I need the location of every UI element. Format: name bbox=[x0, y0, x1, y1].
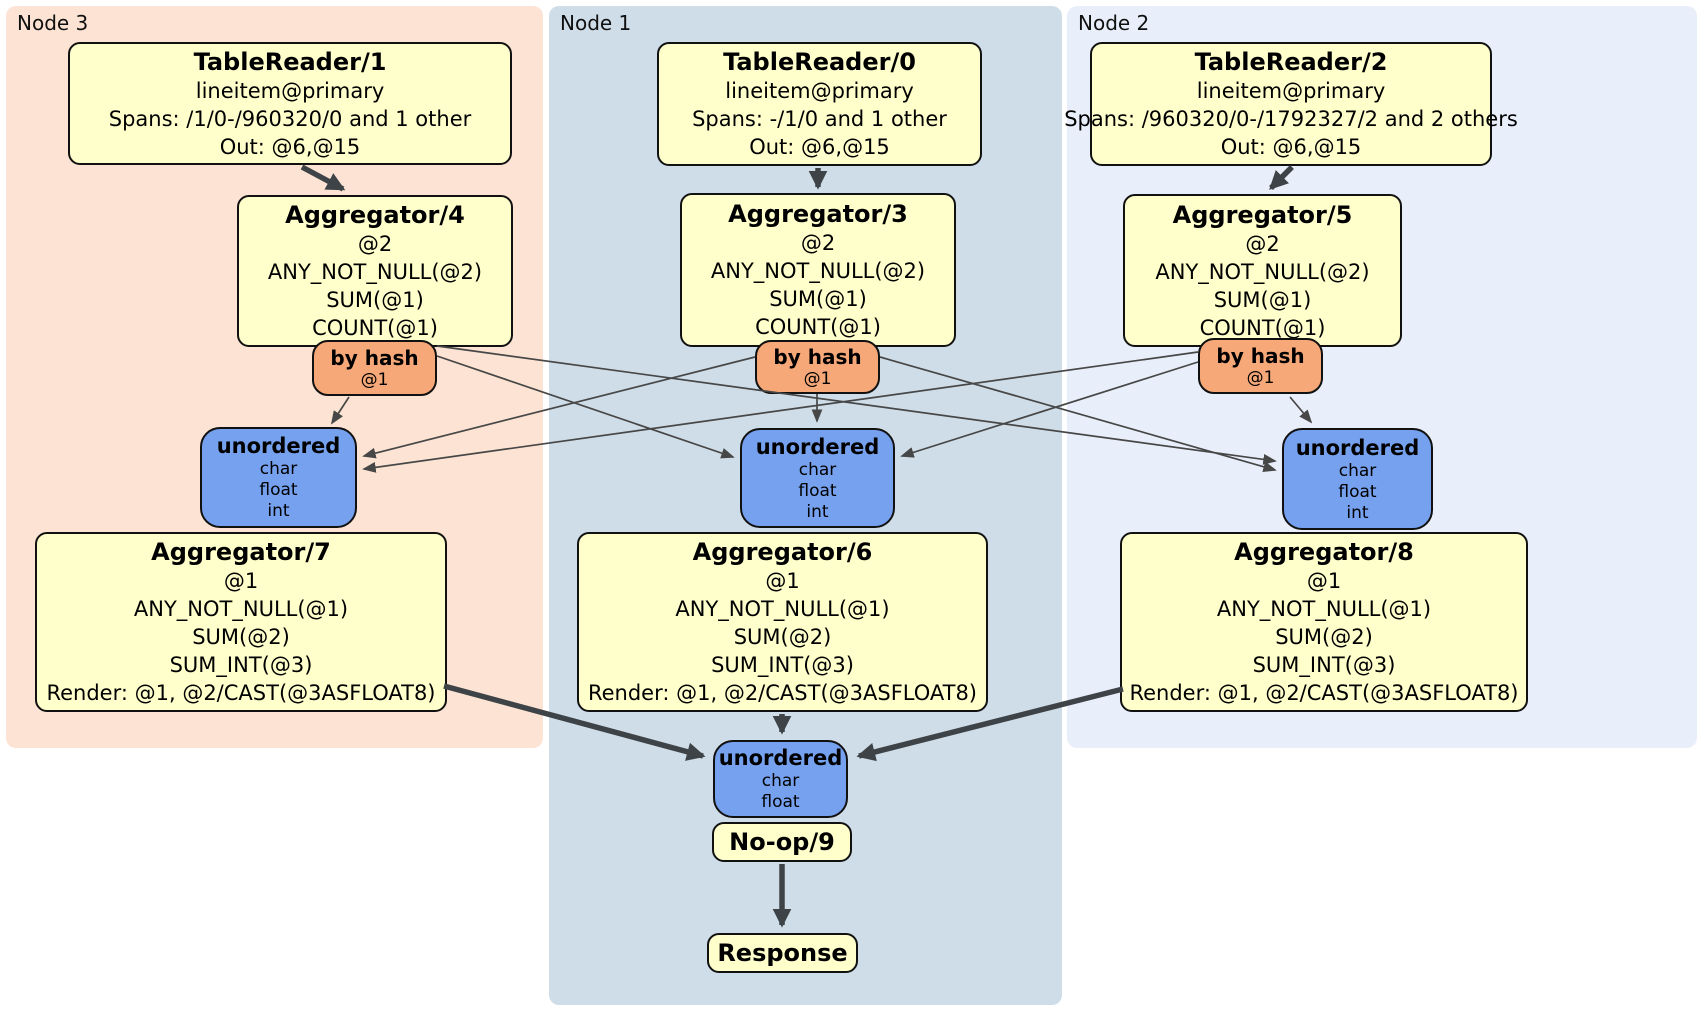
hash-router-node3: by hash @1 bbox=[312, 340, 437, 396]
tablereader-2-spans: Spans: /960320/0-/1792327/2 and 2 others bbox=[1064, 107, 1518, 131]
unordered-stream-node1-label: unordered bbox=[755, 434, 880, 459]
aggregator-4-box: Aggregator/4 @2 ANY_NOT_NULL(@2) SUM(@1)… bbox=[237, 195, 513, 347]
aggregator-8-render: Render: @1, @2/CAST(@3ASFLOAT8) bbox=[1129, 681, 1519, 705]
stream-type-float: float bbox=[761, 792, 800, 812]
aggregator-7-fn3: SUM_INT(@3) bbox=[169, 653, 313, 677]
unordered-stream-final: unordered char float bbox=[713, 740, 848, 818]
aggregator-8-title: Aggregator/8 bbox=[1234, 538, 1414, 566]
aggregator-6-fn3: SUM_INT(@3) bbox=[711, 653, 854, 677]
noop-9-title: No-op/9 bbox=[729, 828, 835, 856]
aggregator-3-fn1: ANY_NOT_NULL(@2) bbox=[710, 259, 926, 283]
hash-router-node1-label: by hash bbox=[773, 345, 862, 369]
tablereader-0-box: TableReader/0 lineitem@primary Spans: -/… bbox=[657, 42, 982, 166]
aggregator-3-group: @2 bbox=[800, 231, 836, 255]
aggregator-5-box: Aggregator/5 @2 ANY_NOT_NULL(@2) SUM(@1)… bbox=[1123, 194, 1402, 347]
aggregator-3-fn3: COUNT(@1) bbox=[755, 315, 881, 339]
aggregator-5-fn3: COUNT(@1) bbox=[1199, 315, 1326, 340]
stream-type-char: char bbox=[1338, 460, 1377, 481]
aggregator-6-fn2: SUM(@2) bbox=[733, 625, 832, 649]
aggregator-6-box: Aggregator/6 @1 ANY_NOT_NULL(@1) SUM(@2)… bbox=[577, 532, 988, 712]
unordered-stream-node1: unordered char float int bbox=[740, 428, 895, 528]
aggregator-5-fn1: ANY_NOT_NULL(@2) bbox=[1155, 259, 1370, 284]
hash-router-node2: by hash @1 bbox=[1198, 338, 1323, 394]
tablereader-1-spans: Spans: /1/0-/960320/0 and 1 other bbox=[108, 106, 472, 131]
aggregator-4-group: @2 bbox=[357, 232, 393, 256]
cluster-node-2-label: Node 2 bbox=[1078, 11, 1150, 35]
aggregator-7-fn2: SUM(@2) bbox=[192, 625, 290, 649]
stream-type-char: char bbox=[798, 459, 837, 480]
response-box: Response bbox=[707, 933, 858, 973]
stream-type-int: int bbox=[806, 501, 829, 522]
hash-router-node3-key: @1 bbox=[360, 370, 389, 390]
aggregator-3-box: Aggregator/3 @2 ANY_NOT_NULL(@2) SUM(@1)… bbox=[680, 193, 956, 347]
tablereader-2-title: TableReader/2 bbox=[1194, 48, 1388, 76]
noop-9-box: No-op/9 bbox=[712, 822, 852, 862]
tablereader-2-box: TableReader/2 lineitem@primary Spans: /9… bbox=[1064, 42, 1518, 166]
aggregator-4-fn3: COUNT(@1) bbox=[312, 316, 438, 340]
hash-router-node2-key: @1 bbox=[1246, 368, 1275, 388]
aggregator-6-render: Render: @1, @2/CAST(@3ASFLOAT8) bbox=[587, 681, 978, 705]
tablereader-0-spans: Spans: -/1/0 and 1 other bbox=[692, 107, 947, 131]
hash-router-node2-label: by hash bbox=[1216, 344, 1305, 368]
unordered-stream-node2: unordered char float int bbox=[1282, 428, 1433, 530]
cluster-node-3-label: Node 3 bbox=[17, 11, 89, 35]
aggregator-5-fn2: SUM(@1) bbox=[1213, 287, 1312, 312]
aggregator-5-group: @2 bbox=[1245, 231, 1280, 256]
aggregator-6-fn1: ANY_NOT_NULL(@1) bbox=[675, 597, 890, 621]
stream-type-float: float bbox=[1338, 481, 1377, 502]
stream-type-char: char bbox=[259, 459, 298, 479]
aggregator-4-title: Aggregator/4 bbox=[285, 201, 465, 229]
aggregator-7-render: Render: @1, @2/CAST(@3ASFLOAT8) bbox=[46, 681, 436, 705]
response-title: Response bbox=[717, 939, 848, 967]
aggregator-8-fn3: SUM_INT(@3) bbox=[1252, 653, 1396, 677]
tablereader-0-title: TableReader/0 bbox=[723, 48, 916, 76]
aggregator-4-fn2: SUM(@1) bbox=[326, 288, 424, 312]
tablereader-2-index: lineitem@primary bbox=[1196, 79, 1386, 103]
cluster-node-1-label: Node 1 bbox=[560, 11, 632, 35]
aggregator-8-group: @1 bbox=[1306, 569, 1342, 593]
stream-type-float: float bbox=[259, 480, 298, 500]
aggregator-7-box: Aggregator/7 @1 ANY_NOT_NULL(@1) SUM(@2)… bbox=[35, 532, 447, 712]
unordered-stream-node3-label: unordered bbox=[216, 434, 341, 458]
tablereader-0-index: lineitem@primary bbox=[725, 79, 914, 103]
tablereader-1-index: lineitem@primary bbox=[195, 78, 385, 103]
tablereader-1-out: Out: @6,@15 bbox=[219, 134, 361, 159]
aggregator-6-title: Aggregator/6 bbox=[692, 538, 873, 566]
hash-router-node3-label: by hash bbox=[330, 346, 419, 370]
aggregator-7-group: @1 bbox=[223, 569, 259, 593]
tablereader-0-out: Out: @6,@15 bbox=[749, 135, 890, 159]
aggregator-5-title: Aggregator/5 bbox=[1172, 200, 1353, 229]
stream-type-float: float bbox=[798, 480, 837, 501]
unordered-stream-node3: unordered char float int bbox=[200, 427, 357, 528]
aggregator-6-group: @1 bbox=[765, 569, 800, 593]
stream-type-int: int bbox=[1346, 502, 1369, 523]
tablereader-1-box: TableReader/1 lineitem@primary Spans: /1… bbox=[68, 42, 512, 165]
aggregator-8-box: Aggregator/8 @1 ANY_NOT_NULL(@1) SUM(@2)… bbox=[1120, 532, 1528, 712]
aggregator-3-title: Aggregator/3 bbox=[728, 200, 908, 228]
unordered-stream-final-label: unordered bbox=[718, 746, 843, 770]
aggregator-4-fn1: ANY_NOT_NULL(@2) bbox=[267, 260, 483, 284]
aggregator-7-fn1: ANY_NOT_NULL(@1) bbox=[133, 597, 349, 621]
tablereader-2-out: Out: @6,@15 bbox=[1220, 135, 1362, 159]
stream-type-int: int bbox=[267, 501, 290, 521]
hash-router-node1-key: @1 bbox=[803, 369, 832, 389]
aggregator-3-fn2: SUM(@1) bbox=[769, 287, 867, 311]
aggregator-8-fn1: ANY_NOT_NULL(@1) bbox=[1216, 597, 1432, 621]
tablereader-1-title: TableReader/1 bbox=[193, 47, 387, 76]
aggregator-7-title: Aggregator/7 bbox=[151, 538, 331, 566]
hash-router-node1: by hash @1 bbox=[755, 340, 880, 394]
aggregator-8-fn2: SUM(@2) bbox=[1275, 625, 1373, 649]
stream-type-char: char bbox=[761, 771, 800, 791]
unordered-stream-node2-label: unordered bbox=[1295, 435, 1420, 460]
